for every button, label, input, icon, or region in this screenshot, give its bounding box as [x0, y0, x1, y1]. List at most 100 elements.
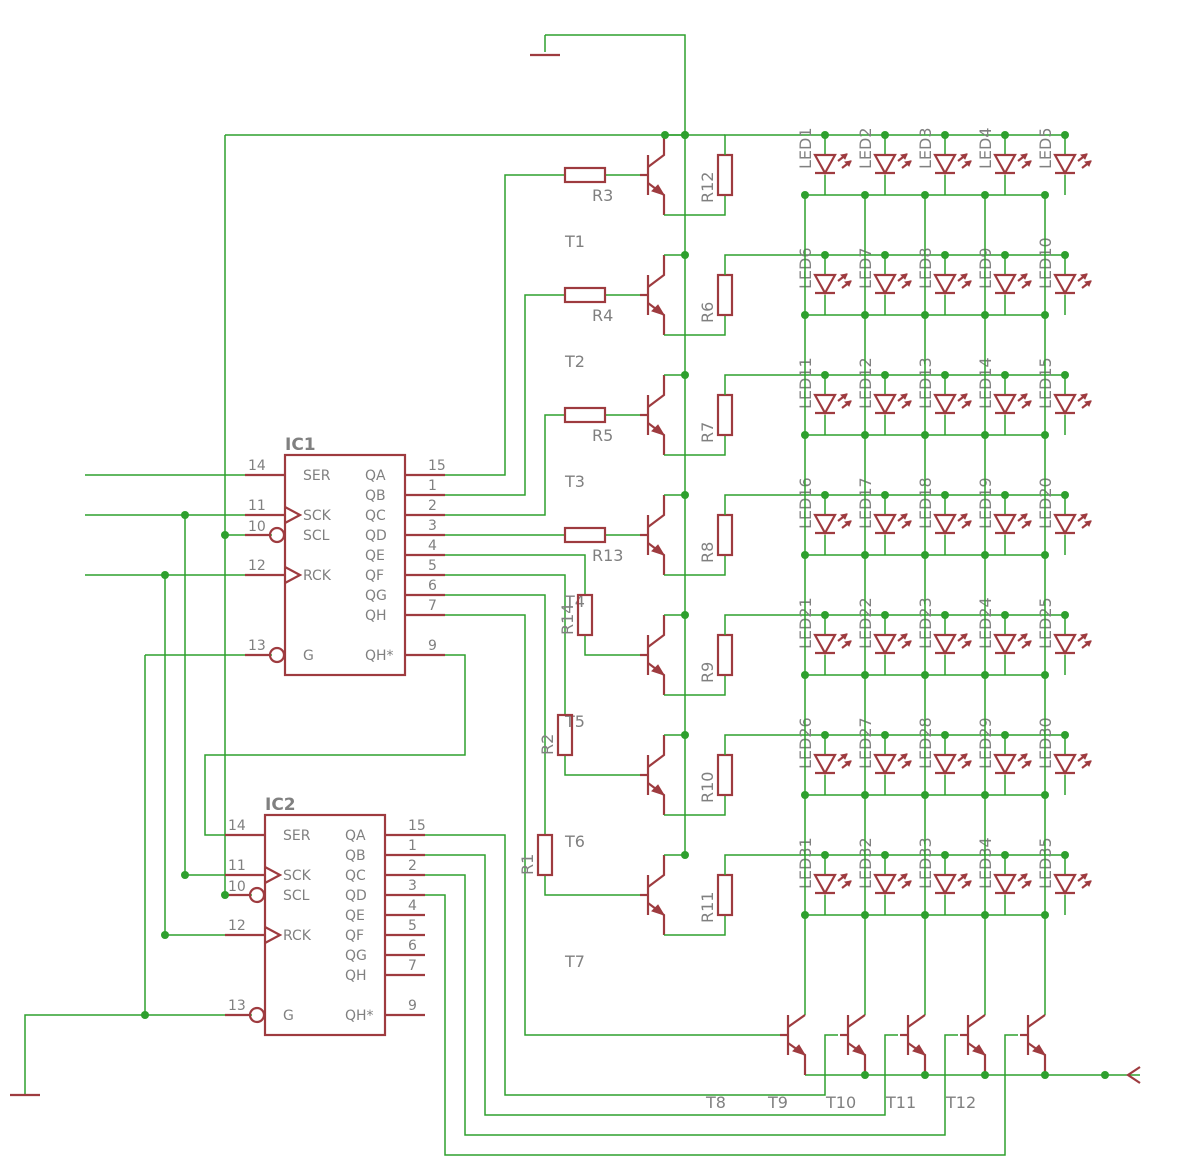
- cascade-wire: [204, 654, 466, 836]
- ic1-pin-number: 15: [428, 458, 446, 474]
- ic2-pin-number: 4: [408, 898, 417, 914]
- ic1-pin-number: 1: [428, 478, 437, 494]
- column-transistor-label: T8: [705, 1093, 726, 1112]
- collector-resistor: [716, 753, 734, 797]
- base-resistor-label: R3: [592, 186, 613, 205]
- ic2: IC2 14 11 10 12 13 SER SCK SCL RCK G QA1…: [225, 795, 426, 1037]
- ic2-pin-label: QH: [345, 968, 367, 984]
- ic2-pin-number: 6: [408, 938, 417, 954]
- led: LED1: [796, 127, 852, 195]
- svg-text:14: 14: [248, 458, 266, 474]
- row-transistor: [640, 735, 666, 815]
- led-label: LED2: [856, 127, 875, 169]
- svg-text:SCK: SCK: [283, 868, 312, 884]
- svg-text:SER: SER: [303, 468, 331, 484]
- row-transistor-label: T7: [564, 952, 585, 971]
- ic2-pin-number: 2: [408, 858, 417, 874]
- svg-text:SCK: SCK: [303, 508, 332, 524]
- svg-text:11: 11: [248, 498, 266, 514]
- svg-text:14: 14: [228, 818, 246, 834]
- base-resistor: [563, 526, 607, 544]
- ic1-pin-label: QG: [365, 588, 387, 604]
- ic1-pin-label: QH*: [365, 648, 394, 664]
- column-transistor-label: T9: [767, 1093, 788, 1112]
- ic2-pin-label: QB: [345, 848, 366, 864]
- collector-resistor-label: R9: [698, 662, 717, 683]
- ic1-pin-number: 9: [428, 638, 437, 654]
- ic1-pin-label: QB: [365, 488, 386, 504]
- ground-wire-bottom: [24, 1014, 252, 1095]
- supply-vertical-rail: [545, 34, 686, 855]
- svg-text:RCK: RCK: [283, 928, 312, 944]
- led: LED3: [916, 127, 972, 195]
- ic1-pin-label: QF: [365, 568, 384, 584]
- collector-resistor-label: R8: [698, 542, 717, 563]
- column-transistor-label: T11: [885, 1093, 916, 1112]
- base-resistor-label: R5: [592, 426, 613, 445]
- led: LED5: [1036, 127, 1092, 195]
- svg-text:RCK: RCK: [303, 568, 332, 584]
- row-transistor-label: T6: [564, 832, 585, 851]
- led: LED4: [976, 127, 1032, 195]
- base-resistor: [563, 166, 607, 184]
- row-transistor: [640, 135, 666, 215]
- ic2-pin-number: 15: [408, 818, 426, 834]
- svg-text:13: 13: [248, 638, 266, 654]
- ic2-pin-number: 1: [408, 838, 417, 854]
- collector-resistor-label: R10: [698, 772, 717, 803]
- ic1-pin-number: 4: [428, 538, 437, 554]
- ic1-pin-number: 5: [428, 558, 437, 574]
- row-transistor-label: T4: [564, 592, 585, 611]
- row-transistor-label: T2: [564, 352, 585, 371]
- collector-resistor: [716, 633, 734, 677]
- ic2-pin-number: 7: [408, 958, 417, 974]
- ic1-pin-number: 6: [428, 578, 437, 594]
- ic2-pin-label: QC: [345, 868, 366, 884]
- column-transistor-label: T10: [825, 1093, 856, 1112]
- ic2-pin-number: 3: [408, 878, 417, 894]
- column-transistor: [780, 1014, 807, 1075]
- collector-resistor: [716, 273, 734, 317]
- base-resistor-label: R4: [592, 306, 613, 325]
- base-resistor: [563, 406, 607, 424]
- column-transistor: [960, 1014, 987, 1075]
- collector-resistor: [716, 153, 734, 197]
- ic2-pin-label: QG: [345, 948, 367, 964]
- row-transistor: [640, 255, 666, 335]
- row-driver: T2 R4 R6: [563, 254, 1065, 371]
- collector-resistor: [716, 873, 734, 917]
- ic1-pin-label: QC: [365, 508, 386, 524]
- led-label: LED3: [916, 127, 935, 169]
- base-resistor-label: R14: [558, 604, 577, 635]
- column-transistor-label: T12: [945, 1093, 976, 1112]
- row-transistor: [640, 855, 666, 935]
- led: LED2: [856, 127, 912, 195]
- ic2-pin-number: 5: [408, 918, 417, 934]
- led-label: LED4: [976, 127, 995, 169]
- collector-resistor-label: R12: [698, 172, 717, 203]
- ic1: IC1 14 11 10 12 13 SER SCK SCL RCK G QA1…: [245, 435, 446, 677]
- base-resistor-label: R2: [538, 734, 557, 755]
- ic1-pin-label: QA: [365, 468, 386, 484]
- collector-resistor: [716, 393, 734, 437]
- ic2-body: [263, 813, 387, 1037]
- base-resistor: [536, 833, 554, 877]
- ic2-pin-label: QH*: [345, 1008, 374, 1024]
- svg-text:10: 10: [248, 519, 266, 535]
- collector-resistor-label: R6: [698, 302, 717, 323]
- svg-text:G: G: [303, 648, 314, 664]
- row-transistor-label: T5: [564, 712, 585, 731]
- ic2-pin-label: QA: [345, 828, 366, 844]
- svg-text:12: 12: [228, 918, 246, 934]
- ic1-pin-label: QH: [365, 608, 387, 624]
- row-transistor-label: T1: [564, 232, 585, 251]
- led: LED16: [796, 477, 852, 555]
- svg-text:SER: SER: [283, 828, 311, 844]
- svg-text:13: 13: [228, 998, 246, 1014]
- column-transistor: [900, 1014, 927, 1075]
